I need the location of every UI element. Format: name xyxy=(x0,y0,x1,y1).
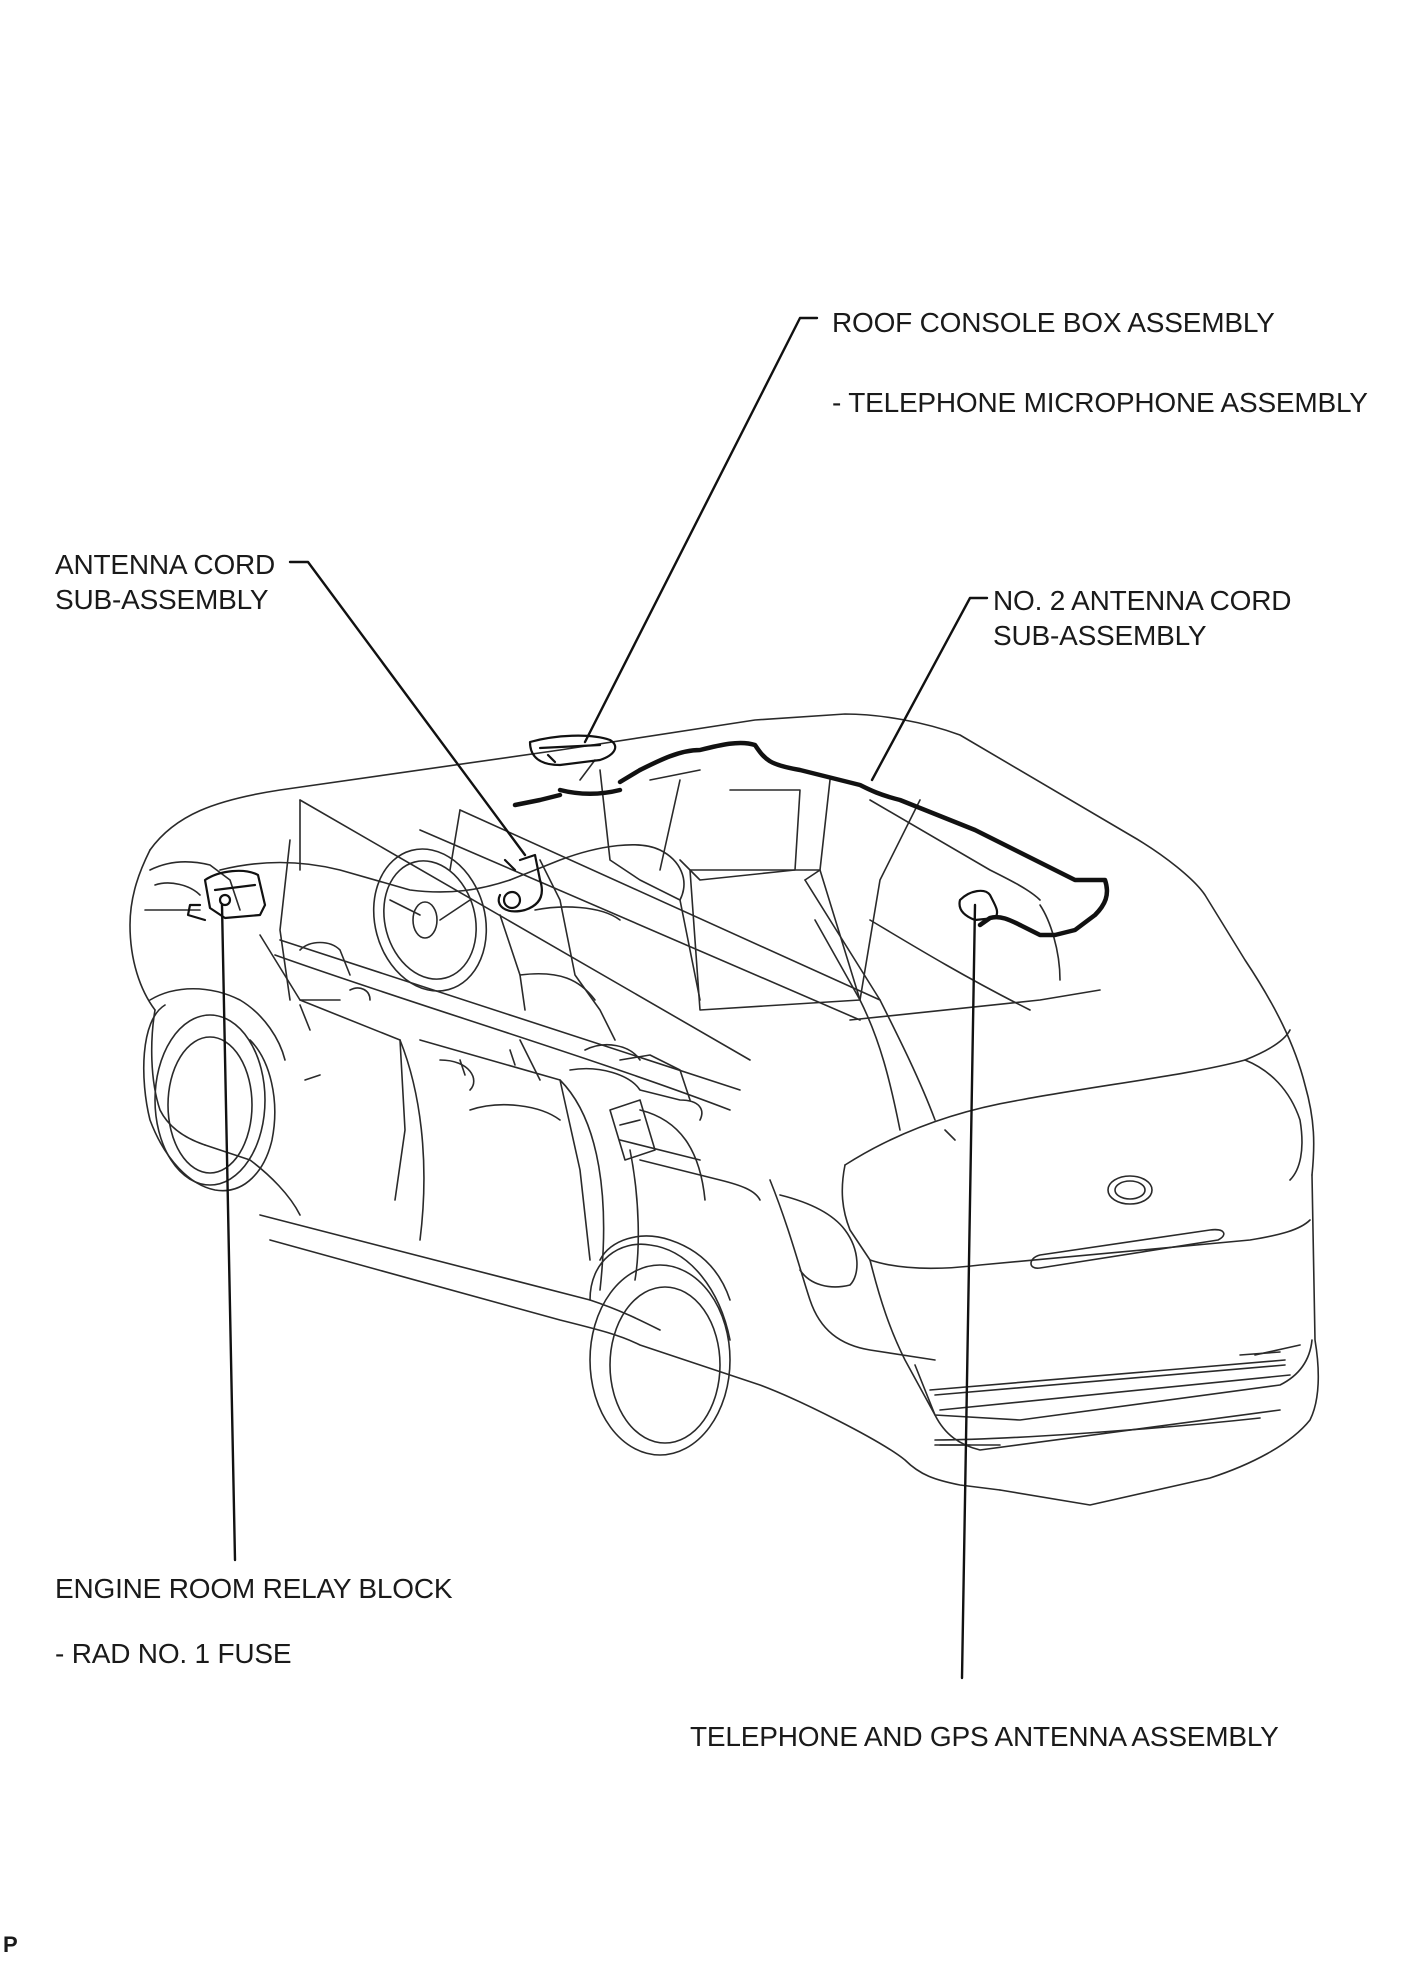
side-panels xyxy=(259,934,706,1291)
no2-antenna-cord-label-line1: NO. 2 ANTENNA CORD xyxy=(993,585,1292,616)
rear-wheel xyxy=(589,1235,731,1456)
leader-roof-console xyxy=(583,316,819,744)
antenna-cord-label-line2: SUB-ASSEMBLY xyxy=(55,584,269,615)
telephone-microphone-label: - TELEPHONE MICROPHONE ASSEMBLY xyxy=(832,387,1368,418)
leader-engine-room xyxy=(220,903,237,1562)
corner-mark: P xyxy=(3,1932,18,1957)
roof-console-box-label: ROOF CONSOLE BOX ASSEMBLY xyxy=(832,307,1275,338)
rad-fuse-label: - RAD NO. 1 FUSE xyxy=(55,1638,292,1669)
engine-room-relay-block-label: ENGINE ROOM RELAY BLOCK xyxy=(55,1573,453,1604)
no2-antenna-cord-label-line2: SUB-ASSEMBLY xyxy=(993,620,1207,651)
interior-details xyxy=(144,759,1101,1201)
telephone-gps-antenna xyxy=(958,889,999,922)
leader-antenna-cord xyxy=(288,560,527,857)
telephone-gps-antenna-label: TELEPHONE AND GPS ANTENNA ASSEMBLY xyxy=(690,1721,1279,1752)
antenna-cord-routing xyxy=(512,740,1110,938)
leader-lines xyxy=(220,316,989,1680)
leader-no2-antenna-cord xyxy=(870,596,989,782)
minivan-outline xyxy=(129,713,1320,1506)
leader-telephone-gps xyxy=(960,903,977,1680)
antenna-cord-unit xyxy=(497,853,543,913)
roof-console-box xyxy=(528,734,617,767)
front-wheel xyxy=(142,987,286,1192)
engine-room-relay-block xyxy=(186,869,267,922)
antenna-cord-label-line1: ANTENNA CORD xyxy=(55,549,276,580)
